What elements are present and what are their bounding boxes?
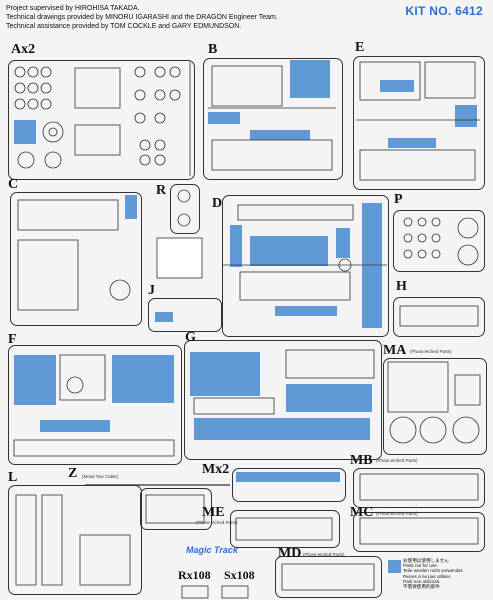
sprue-note-z: (Metal Tow Cable) <box>82 474 119 479</box>
sprue-label-me: ME <box>202 505 225 520</box>
unused-parts-highlight <box>208 112 240 124</box>
sprue-note-me: (Photo-etched Parts) <box>196 520 238 525</box>
unused-parts-highlight <box>14 120 36 144</box>
legend-swatch <box>388 560 401 573</box>
credits: Project supervised by HIROHISA TAKADA. T… <box>6 4 278 31</box>
sprue-mb-frame <box>353 468 485 508</box>
unused-parts-highlight <box>250 236 328 266</box>
credit-drawings: Technical drawings provided by MINORU IG… <box>6 14 278 21</box>
sprue-e-frame <box>353 56 485 190</box>
unused-parts-highlight <box>14 355 56 405</box>
unused-parts-highlight <box>290 60 330 98</box>
sprue-me-frame <box>230 510 340 548</box>
sprue-b-frame <box>203 58 343 180</box>
sprue-label-z: Z <box>68 466 78 481</box>
sprue-label-mx2: Mx2 <box>202 462 230 477</box>
sprue-mc-frame <box>353 512 485 552</box>
unused-parts-highlight <box>40 420 110 432</box>
unused-parts-highlight <box>250 130 310 140</box>
kit-number: KIT NO. 6412 <box>405 4 483 18</box>
unused-parts-highlight <box>125 195 137 219</box>
credit-assistance: Technical assistance provided by TOM COC… <box>6 23 242 30</box>
sprue-mx2-frame <box>232 468 346 502</box>
unused-parts-highlight <box>286 384 372 412</box>
credit-supervisor: Project supervised by HIROHISA TAKADA. <box>6 5 140 12</box>
sprue-label-ax2: Ax2 <box>11 42 36 57</box>
sprue-label-j: J <box>148 283 155 298</box>
sprue-note-mc: (Photo-etched Parts) <box>376 511 418 516</box>
sprue-note-mb: (Photo-etched Parts) <box>376 458 418 463</box>
legend-line-it: Parti non utilizzati. <box>403 578 441 584</box>
sprue-label-ma: MA <box>383 343 407 358</box>
sprue-f-frame <box>8 345 182 465</box>
sprue-label-md: MD <box>278 546 302 561</box>
sprue-d-frame <box>222 195 389 337</box>
sprue-g-frame <box>184 340 382 460</box>
sprue-note-md: (Photo-etched Parts) <box>303 552 345 557</box>
unused-parts-highlight <box>380 80 414 92</box>
sprue-c-frame <box>10 192 142 326</box>
sprue-label-p: P <box>394 192 403 207</box>
sprue-note-ma: (Photo-etched Parts) <box>410 349 452 354</box>
unused-parts-highlight <box>230 225 242 267</box>
sprue-label-d: D <box>212 196 223 211</box>
sprue-md-frame <box>275 556 382 598</box>
unused-parts-highlight <box>155 312 173 322</box>
unused-parts-highlight <box>362 203 382 328</box>
unused-parts-highlight <box>112 355 174 403</box>
unused-parts-highlight <box>388 138 436 148</box>
magic-track-logo: Magic Track <box>186 545 238 555</box>
sprue-h-frame <box>393 297 485 337</box>
sprue-ax2-frame <box>8 60 195 180</box>
sprue-z-frame <box>140 488 212 530</box>
sprue-r-frame <box>170 184 200 234</box>
sprue-label-f: F <box>8 332 17 347</box>
unused-parts-highlight <box>455 105 477 127</box>
legend-line-fr: Pieces à ne pas utiliser. <box>403 573 452 579</box>
sprue-label-rx108: Rx108 <box>178 568 211 582</box>
sprue-l-frame <box>8 485 142 595</box>
sprue-j-frame <box>148 298 222 332</box>
sprue-label-mb: MB <box>350 453 373 468</box>
sprue-label-b: B <box>208 42 218 57</box>
sprue-label-l: L <box>8 470 18 485</box>
sprue-ma-frame <box>383 358 487 455</box>
unused-parts-highlight <box>194 418 370 440</box>
sprue-label-e: E <box>355 40 365 55</box>
sprue-label-sx108: Sx108 <box>224 568 255 582</box>
sprue-label-r: R <box>156 183 167 198</box>
unused-parts-highlight <box>236 472 340 482</box>
unused-parts-highlight <box>336 228 350 258</box>
sprue-p-frame <box>393 210 485 272</box>
legend-text: お使用は使用しません Parts not for use. Teile werd… <box>403 558 464 589</box>
legend-line-ja: お使用は使用しません <box>403 558 449 563</box>
legend-line-de: Teile werden nicht verwendet. <box>403 568 464 574</box>
legend-line-en: Parts not for use. <box>403 563 438 569</box>
sprue-label-g: G <box>185 330 196 345</box>
sprue-label-h: H <box>396 279 407 294</box>
legend-line-zh: 不需要使用的部件 <box>403 584 440 590</box>
sprue-label-mc: MC <box>350 505 374 520</box>
unused-parts-highlight <box>190 352 260 396</box>
sprue-label-c: C <box>8 177 19 192</box>
unused-parts-highlight <box>275 306 337 316</box>
